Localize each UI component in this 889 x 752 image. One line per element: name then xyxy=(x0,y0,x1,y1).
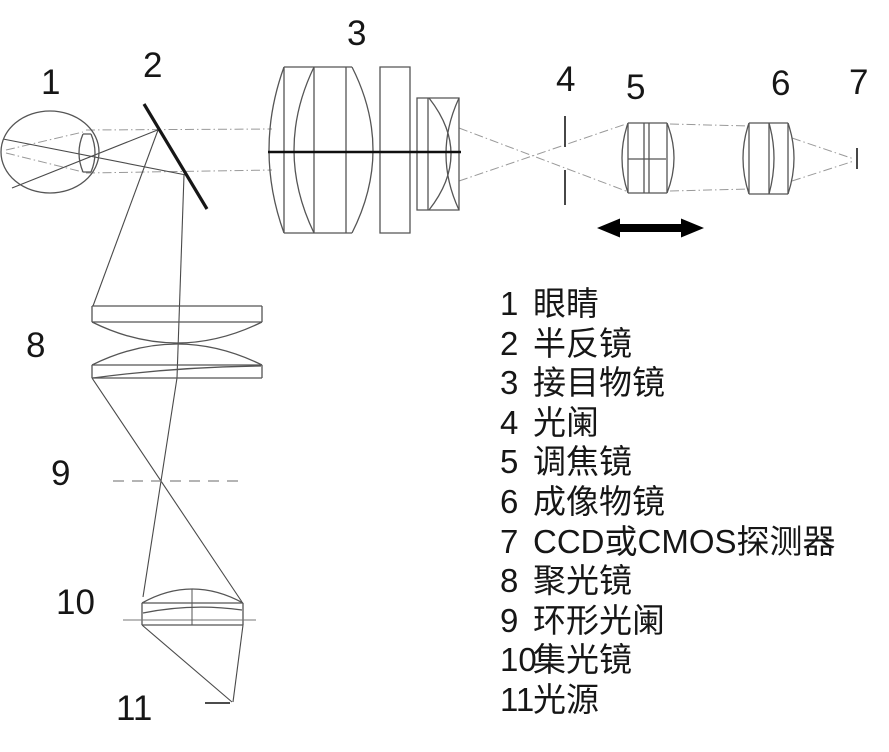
legend-item-label: 聚光镜 xyxy=(533,562,632,600)
legend-item: 7 CCD或CMOS探测器 xyxy=(500,522,836,562)
legend-item: 5 调焦镜 xyxy=(500,442,836,482)
legend-item-number: 6 xyxy=(500,482,519,520)
legend-item-number: 1 xyxy=(500,285,519,322)
legend-item: 9 环形光阑 xyxy=(500,601,836,641)
component-number-3: 3 xyxy=(347,14,367,53)
legend-item: 6 成像物镜 xyxy=(500,482,836,522)
component-number-6: 6 xyxy=(771,64,791,103)
legend-item-label: CCD或CMOS探测器 xyxy=(533,522,836,560)
legend-item-number: 11 xyxy=(500,680,535,718)
focus-travel-arrow xyxy=(597,218,704,238)
eye xyxy=(0,110,100,194)
legend-item-number: 9 xyxy=(500,601,519,639)
component-number-8: 8 xyxy=(26,326,46,365)
legend-item-label: 环形光阑 xyxy=(533,601,665,639)
legend-item-label: 光阑 xyxy=(533,403,599,441)
legend-item: 11 光源 xyxy=(500,680,836,720)
component-number-11: 11 xyxy=(116,689,153,728)
eye-crystalline-lens xyxy=(78,133,96,173)
legend-item: 4 光阑 xyxy=(500,403,836,443)
legend-item-number: 3 xyxy=(500,364,519,402)
legend-item-label: 接目物镜 xyxy=(533,364,665,402)
legend-item-number: 5 xyxy=(500,443,519,481)
component-number-5: 5 xyxy=(626,68,646,107)
rays-solid xyxy=(2,128,244,703)
legend-item: 3 接目物镜 xyxy=(500,363,836,403)
rays-dashdot xyxy=(5,123,855,192)
component-number-10: 10 xyxy=(56,583,95,622)
legend-item-number: 2 xyxy=(500,324,519,362)
legend-item-label: 集光镜 xyxy=(533,641,632,679)
component-number-9: 9 xyxy=(51,454,71,493)
legend-item: 1 眼睛 xyxy=(500,284,836,324)
legend-item: 2 半反镜 xyxy=(500,324,836,364)
focusing-lens xyxy=(621,122,675,194)
legend-item: 10 集光镜 xyxy=(500,640,836,680)
legend: 1 眼睛 2 半反镜 3 接目物镜 4 光阑 5 调焦镜 6 成像物镜 7 CC… xyxy=(500,284,836,720)
objective-lens-group xyxy=(268,66,461,234)
legend-item-number: 8 xyxy=(500,562,519,600)
legend-item-number: 4 xyxy=(500,403,519,441)
legend-item-label: 调焦镜 xyxy=(533,443,632,481)
legend-item-number: 10 xyxy=(500,641,537,679)
legend-item: 8 聚光镜 xyxy=(500,561,836,601)
eyeball-outline xyxy=(0,110,100,194)
component-number-2: 2 xyxy=(143,46,163,85)
legend-item-label: 半反镜 xyxy=(533,324,632,362)
component-number-7: 7 xyxy=(849,63,869,102)
collector-lens xyxy=(123,588,256,626)
beam-splitter xyxy=(142,103,209,210)
legend-item-number: 7 xyxy=(500,522,519,560)
legend-item-label: 眼睛 xyxy=(533,285,599,322)
condenser-lens xyxy=(91,305,263,379)
imaging-lens xyxy=(742,122,795,195)
component-number-1: 1 xyxy=(41,63,61,102)
component-number-4: 4 xyxy=(556,60,576,99)
legend-item-label: 光源 xyxy=(533,680,599,718)
legend-item-label: 成像物镜 xyxy=(533,482,665,520)
